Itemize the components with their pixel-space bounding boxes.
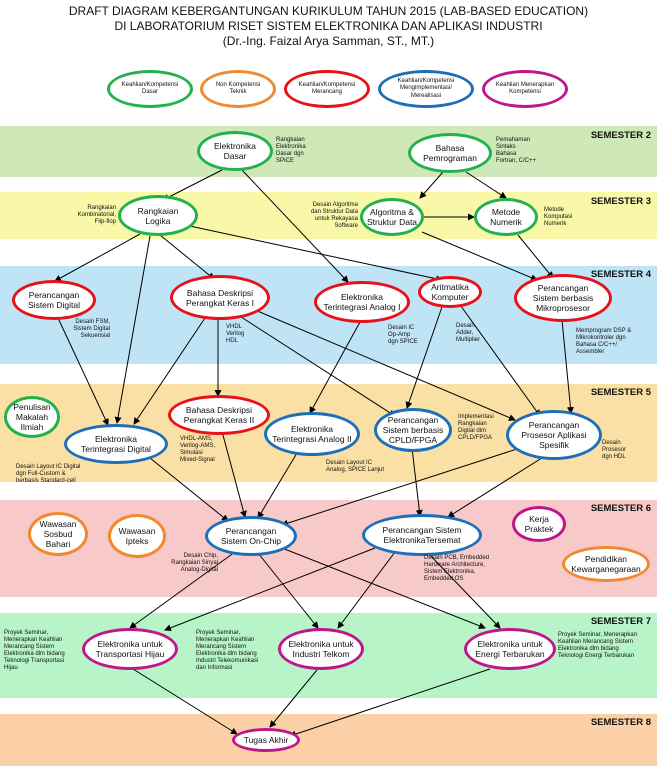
legend-dasar: Keahlian/Kompetensi Dasar bbox=[107, 70, 193, 108]
note-seminar-industri: Proyek Seminar, Menerapkan Keahlian Mera… bbox=[196, 630, 259, 671]
semester-3-label: SEMESTER 3 bbox=[590, 196, 651, 207]
edge-energi-ta bbox=[289, 668, 491, 738]
node-algoritma-struktur-data: Algoritma & Struktur Data bbox=[360, 198, 424, 236]
semester-2-label: SEMESTER 2 bbox=[590, 130, 651, 141]
diagram-title: DRAFT DIAGRAM KEBERGANTUNGAN KURIKULUM T… bbox=[0, 4, 657, 49]
note-desain-ic-opamp: Desain IC Op-Amp dgn SPICE bbox=[388, 325, 418, 345]
semester-6-label: SEMESTER 6 bbox=[590, 503, 651, 514]
edge-arit-proc bbox=[457, 301, 541, 417]
node-elektronika-terintegrasi-analog-2: Elektronika Terintegrasi Analog II bbox=[264, 412, 360, 456]
edge-soc-energi bbox=[281, 547, 486, 630]
edge-ralo-bdpk1 bbox=[159, 234, 215, 280]
edge-bdpk1-etd bbox=[133, 317, 206, 425]
note-seminar-transportasi: Proyek Seminar, Menerapkan Keahlian Mera… bbox=[4, 630, 65, 671]
edge-tersemat-transport bbox=[164, 547, 376, 632]
edge-tersemat-industri bbox=[337, 551, 396, 629]
edge-proc-tersemat bbox=[447, 455, 546, 518]
node-penulisan-makalah: Penulisan Makalah Ilmiah bbox=[4, 396, 60, 438]
edge-ralo-etd bbox=[114, 235, 151, 424]
node-tugas-akhir: Tugas Akhir bbox=[232, 728, 300, 752]
node-elektronika-transportasi-hijau: Elektronika untuk Transportasi Hijau bbox=[82, 628, 178, 670]
node-elektronika-industri-telkom: Elektronika untuk Industri Telkom bbox=[278, 628, 364, 670]
semester-2-band: SEMESTER 2 bbox=[0, 126, 657, 177]
legend-non-teknik: Non Kompetensi Teknik bbox=[200, 70, 276, 108]
note-seminar-energi: Proyek Seminar, Menerapkan Keahlian Mera… bbox=[558, 632, 638, 659]
note-desain-prosesor: Desain Prosesor dgn HDL bbox=[602, 440, 627, 460]
note-metode-numerik: Metode Komputasi Numerik bbox=[544, 207, 573, 227]
note-rangkaian-logika: Rangkaian Kombinatorial, Flip-flop bbox=[77, 205, 116, 225]
edge-ralo-psd bbox=[54, 233, 141, 282]
node-perancangan-sistem-on-chip: Perancangan Sistem On-Chip bbox=[205, 516, 297, 556]
note-desain-adder: Desain Adder, Multiplier bbox=[456, 323, 481, 343]
legend-merancang: Keahlian/Kompetensi Merancang bbox=[284, 70, 370, 108]
node-wawasan-ipteks: Wawasan Ipteks bbox=[108, 514, 166, 558]
edge-bdpk2-soc bbox=[219, 423, 247, 518]
edge-industri-ta bbox=[269, 669, 318, 728]
note-memprogram-dsp: Memprogram DSP & Mikrokontroler dgn Baha… bbox=[576, 328, 632, 355]
semester-5-label: SEMESTER 5 bbox=[590, 387, 651, 398]
edge-eta2-soc bbox=[257, 447, 301, 519]
note-layout-ic-digital: Desain Layout IC Digital dgn Full-Custom… bbox=[16, 464, 81, 484]
node-elektronika-dasar: Elektronika Dasar bbox=[197, 131, 273, 171]
edge-algo-mikro bbox=[421, 231, 538, 281]
node-perancangan-prosesor-spesifik: Perancangan Prosesor Aplikasi Spesifik bbox=[506, 410, 602, 460]
title-line-2: DI LABORATORIUM RISET SISTEM ELEKTRONIKA… bbox=[114, 19, 543, 33]
semester-7-label: SEMESTER 7 bbox=[590, 616, 651, 627]
semester-4-label: SEMESTER 4 bbox=[590, 269, 651, 280]
note-elektronika-dasar: Rangkaian Elektronika Dasar dgn SPICE bbox=[276, 137, 306, 164]
node-elektronika-energi-terbarukan: Elektronika untuk Energi Terbarukan bbox=[464, 628, 556, 670]
title-line-3: (Dr.-Ing. Faizal Arya Samman, ST., MT.) bbox=[222, 34, 435, 48]
note-vhdl-ams: VHDL-AMS, Verilog-AMS, Simulasi Mixed-Si… bbox=[180, 436, 216, 463]
node-wawasan-sosbud-bahari: Wawasan Sosbud Bahari bbox=[28, 512, 88, 556]
note-bahasa-pemrograman: Pemahaman Sintaks Bahasa Fortran, C/C++ bbox=[496, 137, 537, 164]
node-elektronika-terintegrasi-analog-1: Elektronika Terintegrasi Analog I bbox=[314, 281, 410, 323]
edge-bapem-algo bbox=[419, 171, 444, 199]
edge-mikro-proc bbox=[561, 319, 574, 414]
title-line-1: DRAFT DIAGRAM KEBERGANTUNGAN KURIKULUM T… bbox=[68, 4, 589, 18]
node-rangkaian-logika: Rangkaian Logika bbox=[118, 195, 198, 236]
note-implementasi: Implementasi Rangkaian Digital dim CPLD/… bbox=[458, 414, 494, 441]
note-vhdl: VHDL Verilog HDL bbox=[226, 324, 245, 344]
edge-eta1-eta2 bbox=[309, 321, 361, 414]
semester-3-band: SEMESTER 3 bbox=[0, 192, 657, 239]
edge-elda-eta1 bbox=[241, 169, 349, 283]
edge-soc-industri bbox=[257, 552, 319, 629]
node-perancangan-sistem-tersemat: Perancangan Sistem ElektronikaTersemat bbox=[362, 514, 482, 556]
edge-etd-soc bbox=[149, 457, 229, 522]
node-bahasa-deskripsi-2: Bahasa Deskripsi Perangkat Keras II bbox=[168, 395, 270, 435]
edge-transport-ta bbox=[132, 668, 238, 735]
edge-elda-ralo bbox=[162, 169, 223, 201]
edge-bdpk1-cpld bbox=[237, 314, 396, 417]
node-aritmatika-komputer: Aritmatika Komputer bbox=[418, 276, 482, 308]
edge-soc-transport bbox=[129, 551, 236, 629]
semester-8-label: SEMESTER 8 bbox=[590, 717, 651, 728]
node-bahasa-pemrograman: Bahasa Pemrograman bbox=[408, 133, 492, 173]
edge-proc-soc bbox=[281, 447, 521, 527]
node-elektronika-terintegrasi-digital: Elektronika Terintegrasi Digital bbox=[64, 424, 168, 464]
edge-bdpk1-proc bbox=[254, 309, 516, 421]
node-perancangan-sistem-digital: Perancangan Sistem Digital bbox=[12, 280, 96, 320]
note-desain-pcb: Desain PCB, Embedded Hardware Architectu… bbox=[424, 555, 490, 582]
legend-mengimplementasi: Keahlian/Kompetensi Mengimplementasi/ Me… bbox=[378, 70, 474, 108]
edge-meno-mikro bbox=[517, 234, 554, 279]
node-bahasa-deskripsi-1: Bahasa Deskripsi Perangkat Keras I bbox=[170, 275, 270, 320]
node-perancangan-cpld-fpga: Perancangan Sistem berbasis CPLD/FPGA bbox=[374, 408, 452, 452]
edge-arit-cpld bbox=[405, 303, 444, 409]
note-desain-chip: Desain Chip, Rangkaian Sinyal Analog-Dig… bbox=[171, 553, 218, 573]
note-algoritma: Desain Algoritma dan Struktur Data untuk… bbox=[310, 202, 358, 229]
legend-menerapkan: Keahlian Menerapkan Kompetensi bbox=[482, 70, 568, 108]
edge-ralo-aritmatika bbox=[184, 224, 443, 283]
node-perancangan-mikroprosesor: Perancangan Sistem berbasis Mikroproseso… bbox=[514, 274, 612, 322]
note-layout-ic-analog: Desain Layout IC Analog, SPICE Lanjut bbox=[326, 460, 385, 473]
edge-psd-etd bbox=[57, 317, 109, 426]
edge-bapem-meno bbox=[465, 171, 507, 199]
node-metode-numerik: Metode Numerik bbox=[474, 198, 538, 236]
note-desain-fsm: Desain FSM, Sistem Digital Sekuensial bbox=[73, 319, 110, 339]
node-kerja-praktek: Kerja Praktek bbox=[512, 506, 566, 542]
node-pendidikan-kewarganegaraan: Pendidikan Kewarganegaraan bbox=[562, 546, 650, 582]
edge-tersemat-energi bbox=[427, 552, 501, 629]
